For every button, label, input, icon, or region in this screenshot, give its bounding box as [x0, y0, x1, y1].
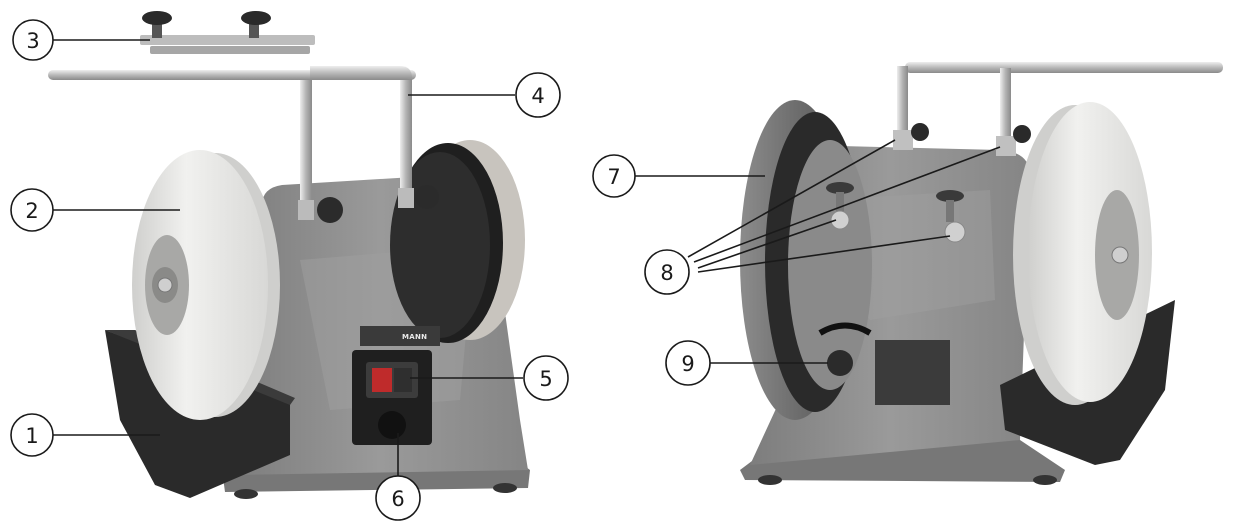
switch-panel — [352, 350, 432, 445]
foot-rear-right — [1033, 475, 1057, 485]
callout-5: 5 — [523, 355, 569, 401]
jig-knob-left — [142, 11, 172, 25]
brand-text: MANN — [402, 333, 427, 341]
leader-lines — [52, 39, 1001, 476]
callout-9-number: 9 — [681, 352, 694, 376]
callout-2-number: 2 — [25, 199, 38, 223]
leader-8c — [697, 219, 837, 269]
support-bar-mounts — [826, 123, 1031, 243]
support-upright-rear-left — [897, 66, 908, 141]
callout-7-number: 7 — [607, 165, 620, 189]
callout-4: 4 — [515, 72, 561, 118]
support-upright-rear-right — [1000, 68, 1011, 148]
mount-sleeve-left — [298, 200, 314, 220]
callout-2: 2 — [10, 188, 54, 232]
rating-label-plate — [875, 340, 950, 405]
mount-sleeve-right — [398, 188, 414, 208]
foot-right — [493, 483, 517, 493]
lock-knob-right — [415, 185, 439, 209]
grinding-stone-rear — [1013, 102, 1152, 405]
leader-8b — [693, 146, 1001, 263]
callout-4-number: 4 — [531, 84, 544, 108]
lock-knob-left — [317, 197, 343, 223]
callout-6-number: 6 — [391, 487, 404, 511]
leather-wheel-rear — [390, 140, 525, 343]
speed-scale-icon — [818, 322, 872, 336]
callout-1-number: 1 — [25, 424, 38, 448]
angle-guide-jig — [140, 11, 315, 54]
grinder-rear-view — [740, 62, 1223, 485]
leader-8a — [687, 139, 896, 258]
support-upright-right — [400, 78, 412, 208]
foot-rear-left — [758, 475, 782, 485]
switch-knob — [378, 411, 406, 439]
support-bar-rear — [905, 62, 1223, 73]
callout-5-number: 5 — [539, 367, 552, 391]
support-upright-left — [300, 80, 312, 220]
jig-knob-right — [241, 11, 271, 25]
callout-6: 6 — [375, 475, 421, 521]
support-bar-bend — [310, 66, 412, 80]
grinder-front-view: MANN — [48, 11, 530, 499]
speed-control-knob — [827, 350, 853, 376]
callout-3-number: 3 — [26, 29, 39, 53]
callout-8: 8 — [644, 249, 690, 295]
leader-8d — [697, 235, 951, 273]
grinding-stone — [132, 150, 280, 420]
brand-badge — [360, 326, 440, 346]
callout-9: 9 — [665, 340, 711, 386]
callout-7: 7 — [592, 154, 636, 198]
callout-8-number: 8 — [660, 261, 673, 285]
callout-3: 3 — [12, 19, 54, 61]
callout-1: 1 — [10, 413, 54, 457]
foot-left — [234, 489, 258, 499]
